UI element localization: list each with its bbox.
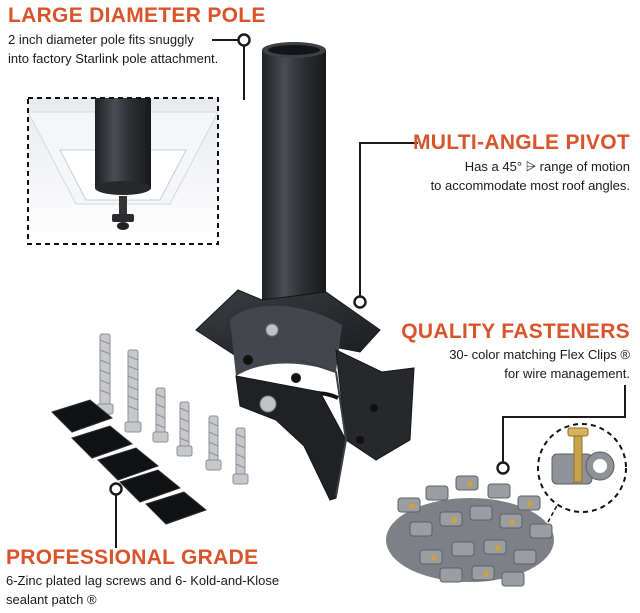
- grade-feature-line-1: 6-Zinc plated lag screws and 6- Kold-and…: [6, 573, 280, 588]
- callout-connectors: [109, 33, 626, 548]
- pole-mount-photo: [195, 42, 415, 501]
- grade-feature-title: PROFESSIONAL GRADE: [6, 546, 259, 569]
- pivot-feature-line-1: Has a 45° ⩥ range of motion: [464, 159, 630, 174]
- grade-feature-description: 6-Zinc plated lag screws and 6- Kold-and…: [6, 571, 279, 609]
- fasteners-feature-description: 30- color matching Flex Clips ® for wire…: [449, 345, 630, 383]
- lag-screws-photo: [96, 333, 249, 485]
- pole-attachment-inset-photo: [27, 97, 219, 245]
- sealant-patches-photo: [51, 399, 208, 525]
- pole-feature-line-2: into factory Starlink pole attachment.: [8, 51, 219, 66]
- pivot-feature-title: MULTI-ANGLE PIVOT: [412, 131, 630, 154]
- pole-feature-description: 2 inch diameter pole fits snuggly into f…: [8, 30, 218, 68]
- pivot-feature-description: Has a 45° ⩥ range of motion to accommoda…: [431, 157, 630, 195]
- fasteners-feature-line-2: for wire management.: [504, 366, 630, 381]
- pole-feature-line-1: 2 inch diameter pole fits snuggly: [8, 32, 194, 47]
- flex-clip-closeup-photo: [537, 423, 627, 523]
- grade-feature-line-2: sealant patch ®: [6, 592, 97, 607]
- flex-clips-pile-photo: [386, 475, 554, 587]
- fasteners-feature-line-1: 30- color matching Flex Clips ®: [449, 347, 630, 362]
- pivot-feature-line-2: to accommodate most roof angles.: [430, 178, 630, 193]
- pole-feature-title: LARGE DIAMETER POLE: [8, 4, 266, 27]
- fasteners-feature-title: QUALITY FASTENERS: [401, 320, 630, 343]
